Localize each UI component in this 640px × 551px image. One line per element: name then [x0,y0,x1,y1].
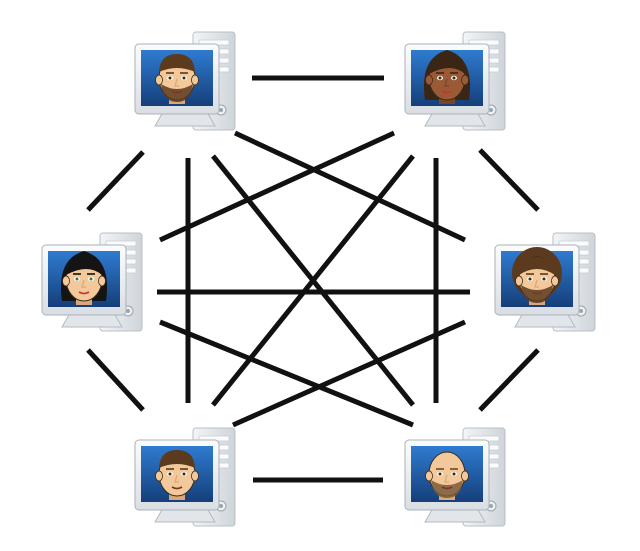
connection-line-top-left-to-middle-right [233,130,467,243]
short-haired-man-face-icon [155,450,199,500]
connection-line-top-left-to-middle-left [86,150,145,212]
bearded-man-face-icon [155,54,199,104]
connection-lines [86,75,540,483]
node-top-left [134,31,236,131]
node-bottom-left [134,427,236,527]
woman-face-icon [423,50,471,104]
curly-haired-man-face-icon [512,247,562,305]
connection-line-top-right-to-bottom-left [211,154,415,407]
bald-man-face-icon [425,451,469,500]
connection-line-top-right-to-middle-left [158,130,396,243]
connection-line-middle-right-to-bottom-right [478,348,540,412]
connection-line-middle-left-to-bottom-right [159,319,414,428]
connection-line-middle-right-to-bottom-left [231,319,467,428]
node-bottom-right [404,427,506,527]
node-middle-right [494,232,596,332]
connection-line-middle-left-to-bottom-left [86,348,145,412]
connection-line-top-right-to-middle-right [478,148,540,212]
woman-face-icon [60,251,108,305]
computer-nodes [41,31,596,527]
node-top-right [404,31,506,131]
node-middle-left [41,232,143,332]
